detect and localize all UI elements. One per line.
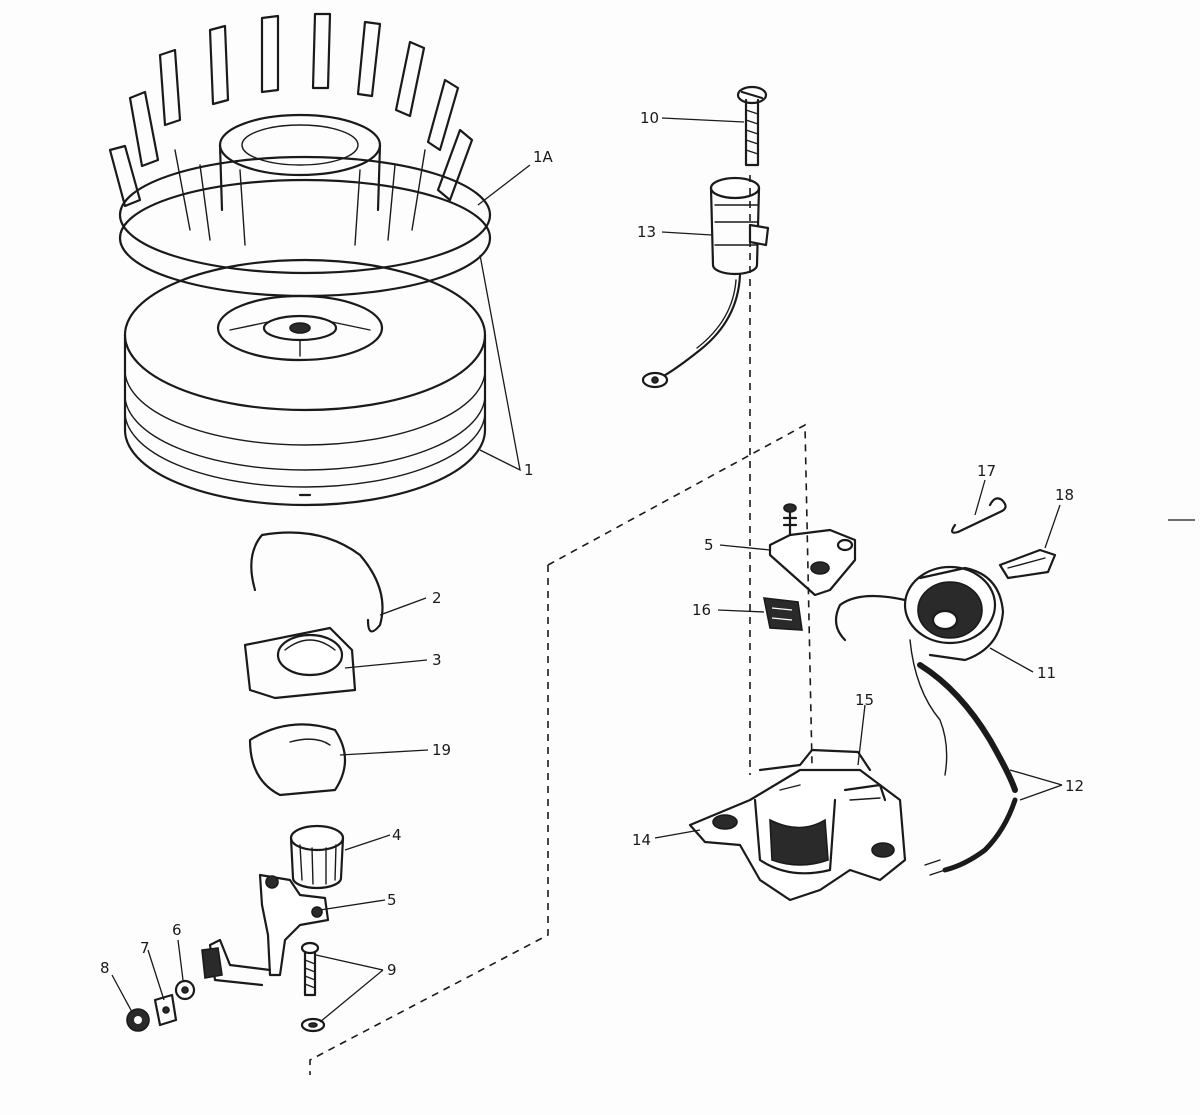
- insulator-plate-part: [762, 597, 803, 631]
- callout-19: 19: [432, 741, 451, 759]
- lead-wire-part: [917, 662, 1018, 876]
- callout-14: 14: [632, 831, 651, 849]
- callout-7: 7: [140, 939, 150, 957]
- mounting-screw-part: [736, 85, 768, 167]
- ignition-coil-part: [834, 565, 1005, 776]
- cam-part: [289, 824, 345, 890]
- callout-1a: 1A: [533, 148, 554, 166]
- cover-part: [243, 626, 357, 700]
- callout-17: 17: [977, 462, 996, 480]
- callout-11: 11: [1037, 664, 1056, 682]
- spring-clip-part: [250, 531, 384, 633]
- callout-3: 3: [432, 651, 442, 669]
- flywheel-fan-part: [108, 12, 492, 298]
- callout-5-bracket: 5: [704, 536, 714, 554]
- callout-1: 1: [524, 461, 534, 479]
- callout-15: 15: [855, 691, 874, 709]
- callout-12: 12: [1065, 777, 1084, 795]
- gasket-part: [248, 723, 346, 797]
- callout-8: 8: [100, 959, 110, 977]
- callout-5-arm: 5: [387, 891, 397, 909]
- callout-13: 13: [637, 223, 656, 241]
- callout-6: 6: [172, 921, 182, 939]
- terminal-parts: [126, 979, 196, 1032]
- callout-18: 18: [1055, 486, 1074, 504]
- callout-2: 2: [432, 589, 442, 607]
- callout-4: 4: [392, 826, 402, 844]
- callout-labels: 1A 1 2 3 19 4 5 6 7 8 9 10 13 5 16 17 18…: [100, 109, 1084, 979]
- breaker-arm-part: [201, 873, 330, 987]
- screw-washer-part: [300, 941, 326, 1033]
- bracket-part: [768, 503, 857, 597]
- clip-part: [998, 548, 1057, 580]
- condenser-part: [641, 176, 770, 389]
- callout-16: 16: [692, 601, 711, 619]
- callout-10: 10: [640, 109, 659, 127]
- callout-9: 9: [387, 961, 397, 979]
- breaker-base-part: [688, 748, 907, 902]
- spring-wire-part: [951, 497, 1007, 534]
- callout-leader-lines: [111, 117, 1195, 1023]
- flywheel-part: [123, 258, 487, 507]
- assembly-guide-lines: [309, 175, 813, 1075]
